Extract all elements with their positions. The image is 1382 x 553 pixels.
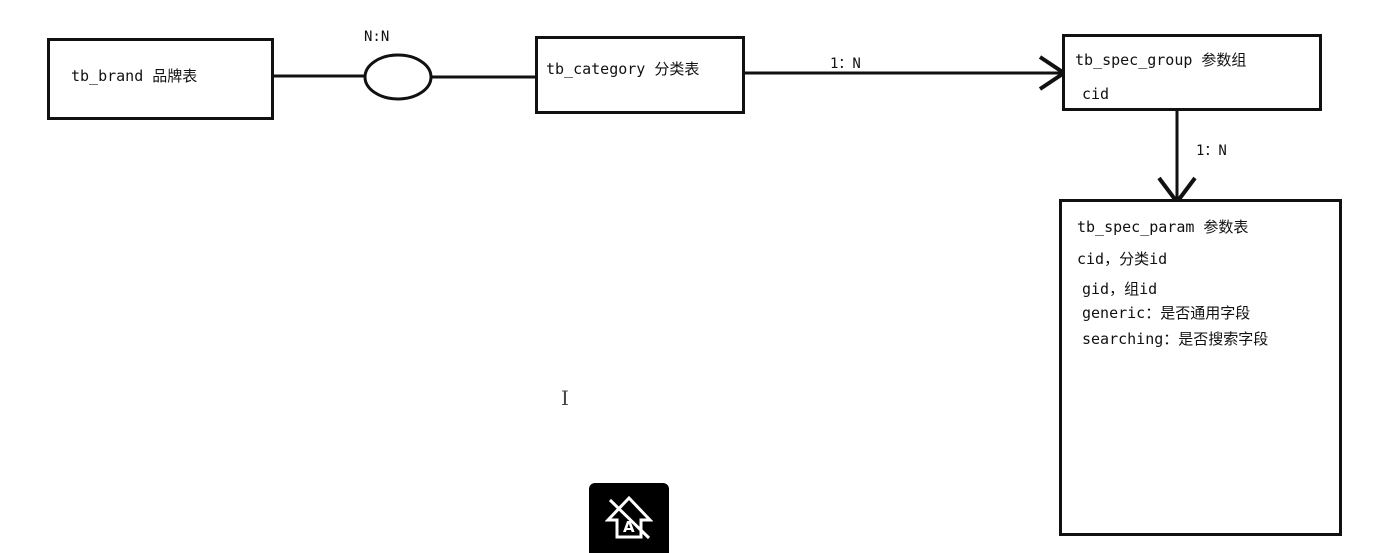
entity-category-title: tb_category 分类表 (546, 60, 700, 78)
entity-spec-param-field: generic：是否通用字段 (1082, 304, 1251, 322)
text-cursor-icon: I (561, 386, 569, 410)
entity-spec-param-field: gid，组id (1082, 280, 1158, 298)
entity-category: tb_category 分类表 (535, 36, 745, 114)
entity-spec-param-field: cid，分类id (1077, 250, 1168, 268)
relation-label-category-group: 1：N (830, 56, 861, 72)
relation-ellipse-brand-category (363, 53, 433, 101)
entity-spec-group: tb_spec_group 参数组 cid (1062, 34, 1322, 111)
no-translate-button[interactable]: A (589, 483, 669, 553)
entity-spec-param-field: searching：是否搜索字段 (1082, 330, 1269, 348)
relation-label-group-param: 1：N (1196, 143, 1227, 159)
entity-spec-param-title: tb_spec_param 参数表 (1077, 218, 1249, 236)
entity-spec-group-title: tb_spec_group 参数组 (1075, 51, 1247, 69)
entity-spec-param: tb_spec_param 参数表 cid，分类id gid，组id gener… (1059, 199, 1342, 536)
relation-label-brand-category: N:N (364, 29, 390, 45)
entity-brand: tb_brand 品牌表 (47, 38, 274, 120)
entity-spec-group-field: cid (1082, 85, 1110, 103)
no-translate-icon: A (605, 495, 653, 540)
entity-brand-title: tb_brand 品牌表 (71, 67, 198, 85)
